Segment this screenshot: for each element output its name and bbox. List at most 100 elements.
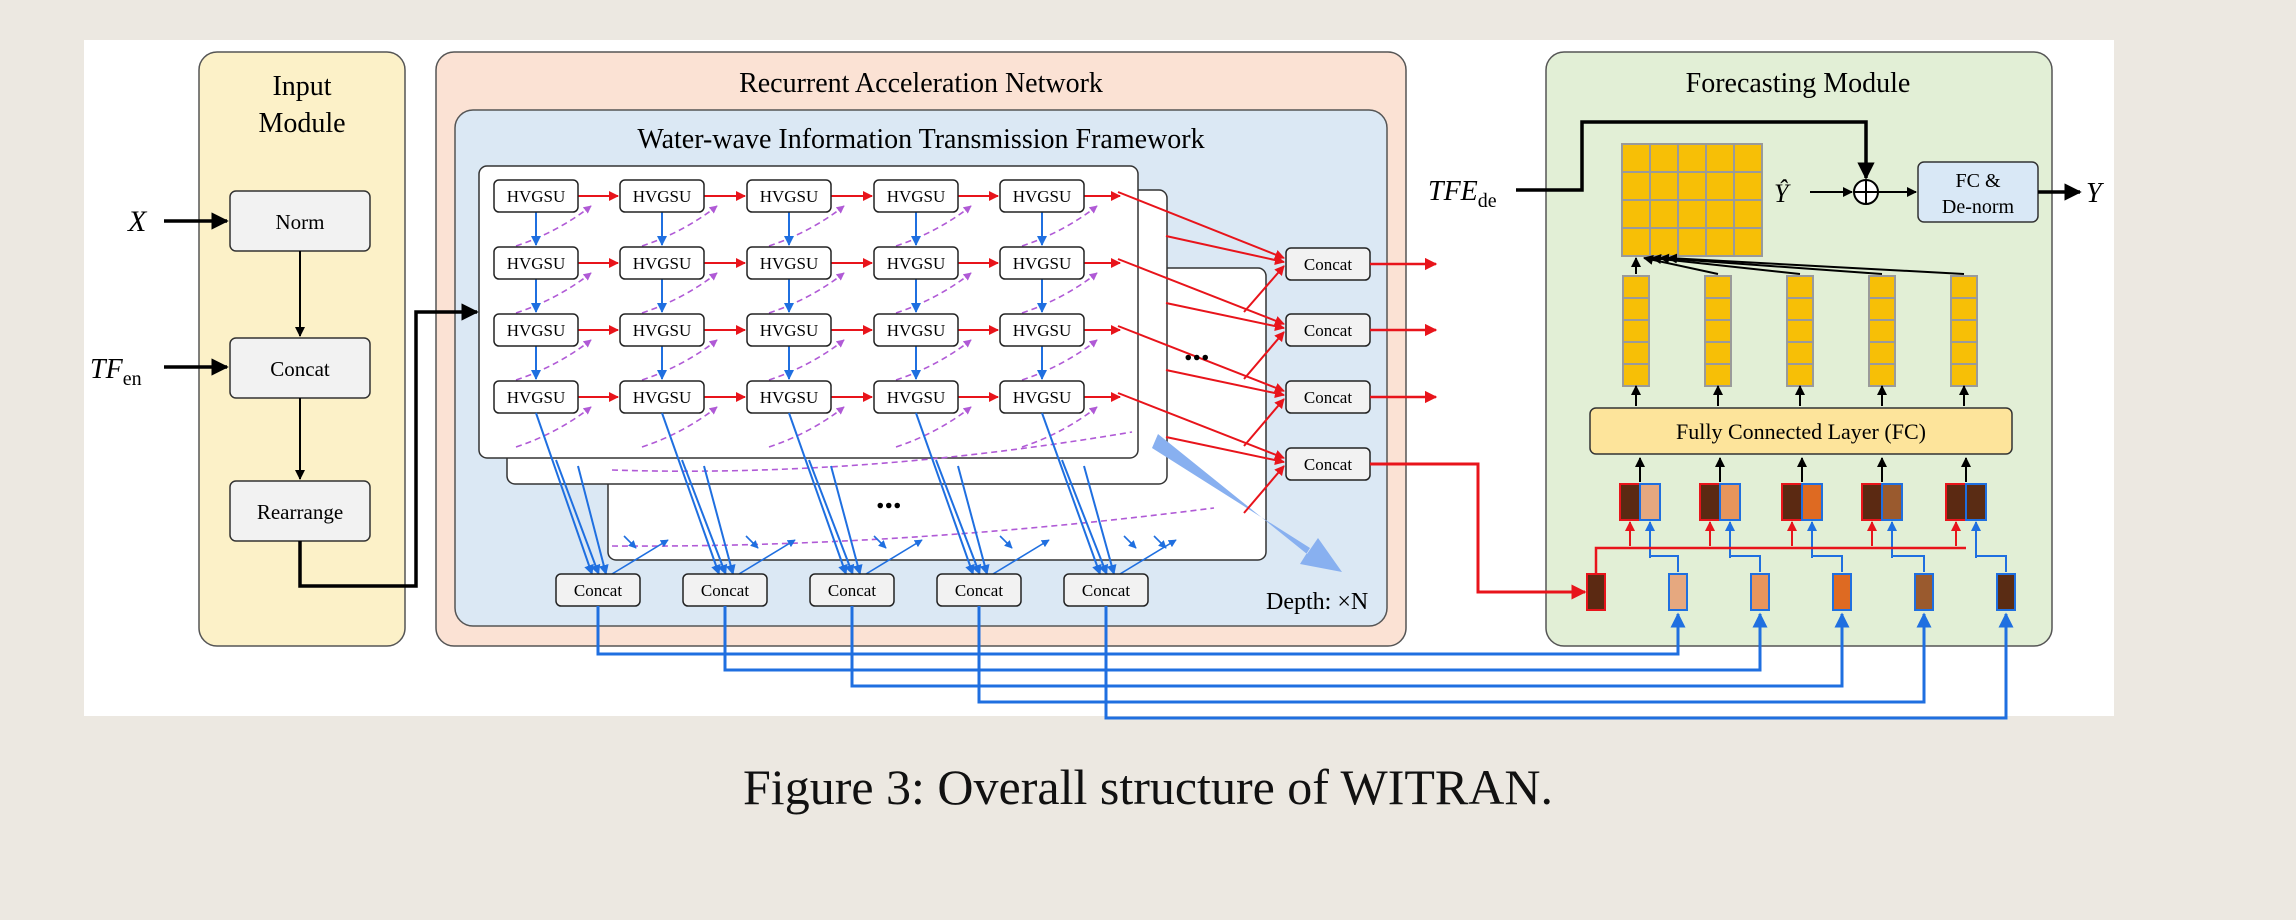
hvgsu-cell — [619, 313, 705, 347]
blue-diagonal-arrow — [738, 539, 796, 575]
hvgsu-label: HVGSU — [887, 254, 946, 273]
output-grid-cell — [1621, 227, 1651, 257]
blue-to-concat-arrow — [915, 412, 975, 575]
blue-concat-route — [977, 606, 1932, 704]
blue-small-arrow — [873, 535, 887, 549]
blue-to-concat-arrow — [935, 459, 982, 575]
yellow-column-cell — [1950, 363, 1978, 387]
hvgsu-label: HVGSU — [1013, 254, 1072, 273]
blue-to-concat-arrow — [1061, 459, 1109, 575]
output-grid-cell — [1649, 227, 1679, 257]
blue-diagonal-arrow — [1119, 539, 1177, 575]
blue-to-concat-arrow — [535, 412, 594, 575]
output-grid-cell — [1733, 171, 1763, 201]
figure-caption: Figure 3: Overall structure of WITRAN. — [743, 759, 1553, 815]
hvgsu-label: HVGSU — [887, 388, 946, 407]
red-to-concat-arrow — [1243, 331, 1285, 380]
blue-diagonal-arrow — [865, 539, 923, 575]
output-grid-cell — [1733, 143, 1763, 173]
yellow-column-cell — [1622, 297, 1650, 321]
hvgsu-cell — [746, 246, 832, 280]
hvgsu-label: HVGSU — [1013, 321, 1072, 340]
red-to-concat-arrow — [1165, 436, 1285, 466]
rearrange-label: Rearrange — [257, 500, 343, 524]
blue-small-arrow — [1153, 535, 1167, 549]
red-to-concat-arrow — [1165, 302, 1285, 332]
purple-diagonal-arrow — [641, 406, 718, 448]
hidden-state-blue — [1801, 483, 1823, 521]
red-to-concat-arrow — [1165, 235, 1285, 265]
output-grid-cell — [1649, 143, 1679, 173]
hvgsu-cell — [873, 313, 959, 347]
blue-to-concat-arrow — [555, 459, 601, 575]
yellow-column-cell — [1622, 319, 1650, 343]
hvgsu-label: HVGSU — [633, 321, 692, 340]
yellow-column-cell — [1786, 297, 1814, 321]
yellow-column-cell — [1868, 341, 1896, 365]
purple-diagonal-arrow — [515, 205, 592, 247]
x-input-label: X — [127, 205, 148, 238]
red-to-concat-arrow — [1117, 258, 1285, 326]
yellow-column-cell — [1786, 275, 1814, 299]
purple-diagonal-arrow — [895, 406, 972, 448]
purple-diagonal-arrow — [641, 205, 718, 247]
hvgsu-cell — [619, 179, 705, 213]
blue-to-concat-arrow — [808, 459, 855, 575]
rearrange-to-grid-arrow — [298, 303, 479, 588]
red-to-concat-arrow — [1117, 191, 1285, 260]
purple-diagonal-arrow — [641, 272, 718, 314]
tfe-de-to-oplus-arrow — [1516, 120, 1875, 192]
hidden-state-red — [1699, 483, 1721, 521]
blue-small-arrow — [623, 535, 637, 549]
blue-to-concat-arrow — [661, 412, 721, 575]
blue-small-arrow — [745, 535, 759, 549]
witf-title: Water-wave Information Transmission Fram… — [637, 124, 1204, 155]
purple-diagonal-arrow — [1021, 205, 1098, 247]
column-to-grid-arrow — [1667, 253, 1965, 275]
purple-diagonal-arrow — [1021, 272, 1098, 314]
ellipsis-depth: ... — [1184, 331, 1210, 368]
blue-concat-route — [1104, 606, 2014, 720]
blue-to-concat-arrow — [1041, 412, 1102, 575]
purple-diagonal-arrow — [895, 339, 972, 381]
hvgsu-cell — [999, 246, 1085, 280]
bottom-state-block — [1668, 573, 1688, 611]
tfe-de-label: TFEde — [1428, 176, 1497, 212]
fc-layer-label: Fully Connected Layer (FC) — [1676, 419, 1926, 444]
yellow-column-cell — [1868, 363, 1896, 387]
yellow-column-cell — [1868, 297, 1896, 321]
output-grid-cell — [1677, 143, 1707, 173]
bottom-concat-label: Concat — [955, 581, 1003, 600]
blue-to-concat-arrow — [1083, 465, 1117, 575]
hvgsu-label: HVGSU — [507, 321, 566, 340]
output-grid-cell — [1733, 199, 1763, 229]
fc-denorm-label-1: FC & — [1955, 170, 2000, 192]
blue-concat-route — [850, 606, 1850, 688]
hvgsu-label: HVGSU — [760, 187, 819, 206]
blue-to-concat-arrow — [681, 459, 728, 575]
ellipsis-bottom: ... — [876, 479, 902, 516]
purple-diagonal-arrow — [515, 406, 592, 448]
purple-diagonal-arrow — [768, 406, 845, 448]
hvgsu-cell — [746, 313, 832, 347]
output-grid-cell — [1733, 227, 1763, 257]
ran-title: Recurrent Acceleration Network — [739, 68, 1103, 99]
blue-feed-line — [1650, 555, 1679, 572]
output-grid-cell — [1621, 199, 1651, 229]
hvgsu-cell — [746, 179, 832, 213]
purple-base-dash — [611, 431, 1133, 472]
red-to-concat-arrow — [1243, 398, 1285, 447]
blue-concat-route — [596, 606, 1686, 656]
forecasting-title: Forecasting Module — [1686, 68, 1911, 99]
hvgsu-label: HVGSU — [507, 254, 566, 273]
hvgsu-label: HVGSU — [1013, 187, 1072, 206]
purple-diagonal-arrow — [768, 272, 845, 314]
hidden-state-blue — [1639, 483, 1661, 521]
input-module-title-1: Input — [272, 71, 331, 102]
hvgsu-cell — [873, 246, 959, 280]
yellow-column-cell — [1950, 341, 1978, 365]
hvgsu-label: HVGSU — [1013, 388, 1072, 407]
input-module: Input Module Norm Concat Rearrange — [198, 51, 406, 647]
output-grid-cell — [1621, 143, 1651, 173]
